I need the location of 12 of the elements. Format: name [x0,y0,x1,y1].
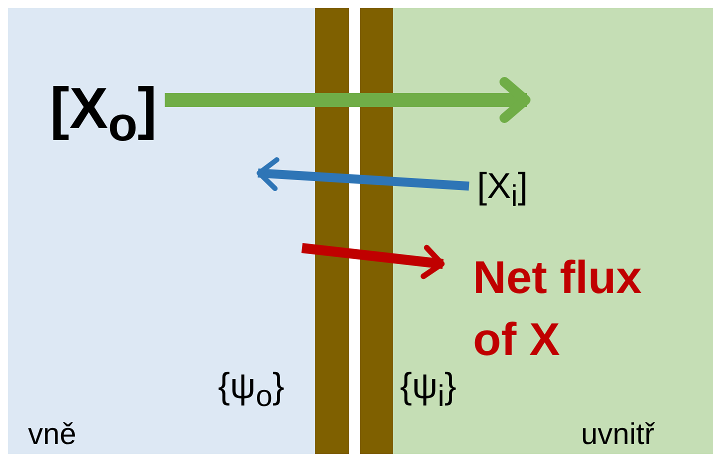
potential-label: {ψ$_{o}$} [218,368,284,412]
region-band [8,8,315,454]
region-label: vně [28,420,76,450]
arrow [301,243,445,280]
concentration-label: [X$_{o}$] [50,80,157,149]
region-band [393,8,713,454]
flux-label: Net flux of X [473,246,693,370]
region-label: uvnitř [581,420,654,450]
potential-label: {ψ$_{i}$} [400,368,456,412]
arrow [256,157,470,192]
concentration-label: [X$_{i}$] [477,168,528,212]
arrow [164,77,530,123]
